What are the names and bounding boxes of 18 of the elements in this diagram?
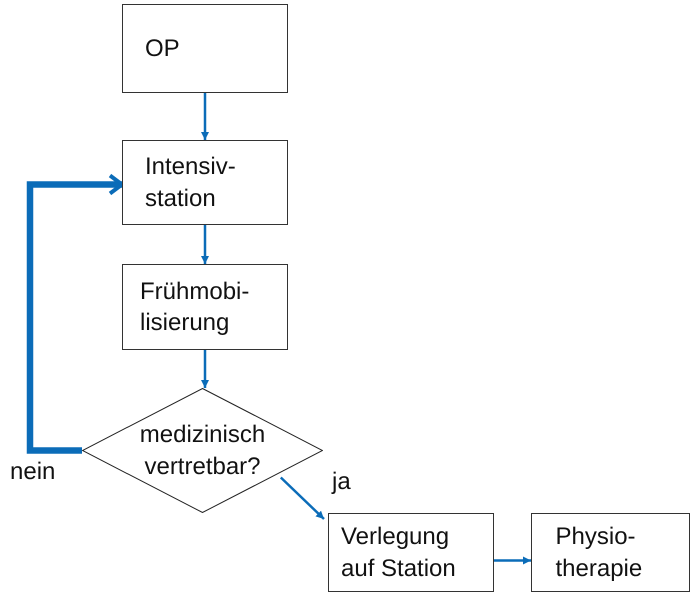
process-box	[531, 513, 690, 592]
arrow	[201, 350, 209, 388]
arrow	[26, 174, 124, 454]
process-box	[122, 4, 288, 93]
process-box	[122, 264, 288, 350]
node-text: OP	[145, 34, 181, 64]
node-text: Intensiv- station	[145, 152, 237, 214]
arrow	[494, 556, 531, 564]
arrow	[201, 225, 209, 264]
process-box	[328, 513, 494, 592]
process-box	[122, 140, 288, 225]
arrow	[201, 93, 209, 140]
node-text: Verlegung auf Station	[341, 522, 457, 584]
node-text: Physio- therapie	[556, 522, 644, 584]
node-text: Frühmobi- lisierung	[140, 276, 250, 338]
node-text: medizinisch vertretbar?	[138, 420, 266, 482]
arrow	[280, 476, 325, 520]
decision-diamond	[82, 388, 323, 513]
